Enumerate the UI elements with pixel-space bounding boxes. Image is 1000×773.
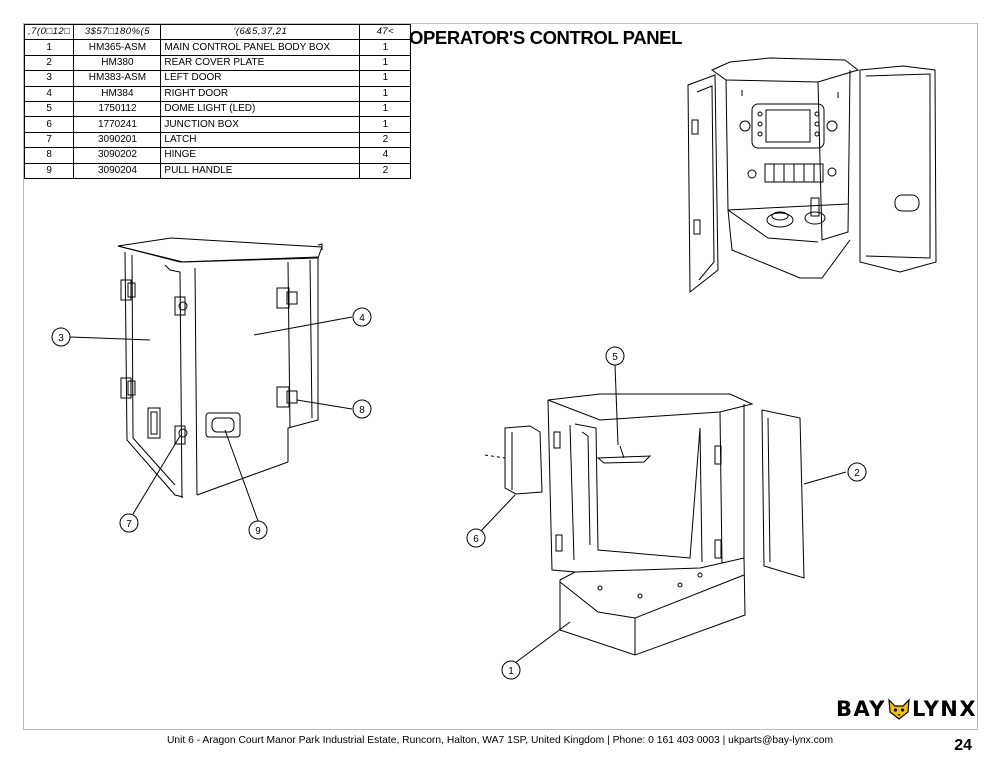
page-title: OPERATOR'S CONTROL PANEL [409,27,683,48]
callout-bubbles [51,307,867,680]
bay-lynx-logo: BAY LYNX [836,697,977,721]
footer-address: Unit 6 - Aragon Court Manor Park Industr… [166,735,605,746]
cell-item: 9 [23,162,75,179]
cell-desc: PULL HANDLE [160,162,361,179]
callout-number-2: 2 [854,468,860,479]
footer-email-link[interactable]: ukparts@bay-lynx.com [728,735,834,746]
page-frame [23,23,978,730]
callout-number-3: 3 [58,333,64,344]
cell-desc: LEFT DOOR [160,70,361,87]
callout-number-6: 6 [473,534,479,545]
closed-cabinet-drawing [117,237,323,499]
callout-number-5: 5 [612,352,618,363]
callout-bubble-6 [466,528,486,548]
callout-bubble-9 [248,520,268,540]
cell-item: 4 [23,85,75,102]
open-cabinet-drawing [687,57,937,294]
exploded-cabinet-drawing [484,393,805,656]
cell-item: 2 [23,54,75,72]
cell-item: 3 [23,70,75,87]
footer-contact-line: Unit 6 - Aragon Court Manor Park Industr… [0,735,1000,746]
footer-phone: Phone: 0 161 403 0003 [612,735,720,746]
logo-text-left: BAY [836,697,886,721]
cell-qty: 1 [359,54,412,72]
cell-part: 1750112 [73,100,162,118]
logo-text-right: LYNX [911,697,978,721]
callout-number-4: 4 [359,313,365,324]
cell-item: 5 [23,100,75,118]
cell-part: HM383-ASM [73,70,162,87]
table-header-row: ,7(0□12□ 3$57□180%(5 '(6&5,37,21 47< [23,23,412,41]
callout-number-7: 7 [126,519,132,530]
cell-part: HM380 [73,54,162,72]
cell-qty: 2 [359,162,412,179]
cell-qty: 1 [359,85,412,102]
lynx-head-icon [887,698,911,720]
footer-separator: | [607,735,610,746]
callout-bubble-1 [501,660,521,680]
footer-separator: | [722,735,726,746]
callout-bubble-3 [51,327,71,347]
page-number: 24 [954,737,972,754]
callout-bubble-4 [352,307,372,327]
callout-numbers: 3 4 8 7 9 5 6 2 1 [58,313,860,677]
callout-bubble-5 [605,346,625,366]
callout-bubble-7 [119,513,139,533]
callout-number-9: 9 [255,526,261,537]
callout-number-8: 8 [359,405,365,416]
cell-desc: REAR COVER PLATE [160,54,361,72]
cell-part: HM384 [73,85,162,102]
callout-bubble-2 [847,462,867,482]
callout-bubble-8 [352,399,372,419]
cell-part: 3090204 [73,162,162,179]
cell-qty: 1 [359,70,412,87]
callout-leaders [69,316,847,664]
cell-qty: 1 [359,100,412,118]
callout-number-1: 1 [508,666,514,677]
